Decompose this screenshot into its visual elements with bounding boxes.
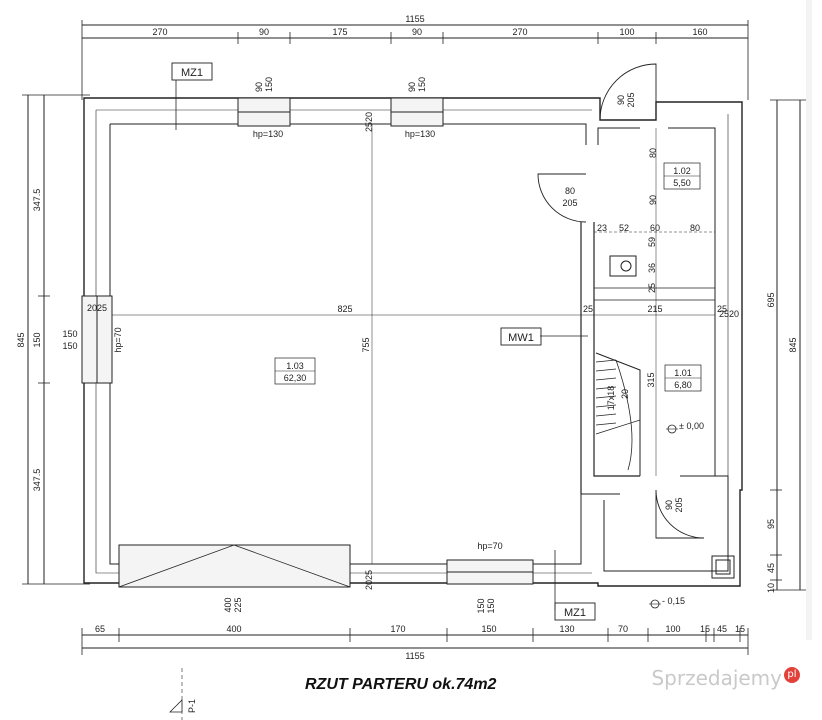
window-top1-height: 150: [264, 77, 274, 92]
dim-kitchen-vseg: 90: [648, 195, 658, 205]
dim-bottom-seg: 45: [717, 624, 727, 634]
dim-wall-left: 2025: [87, 303, 107, 313]
door-entry-height: 205: [626, 92, 636, 107]
dim-bottom-segments: 65 400 170 150 130 70 100 15 45 15: [95, 624, 745, 634]
stairs-size: 17x18: [606, 386, 616, 411]
dim-bottom-seg: 15: [735, 624, 745, 634]
room-1-03-number: 1.03: [286, 361, 304, 371]
dim-top-seg: 160: [692, 27, 707, 37]
dim-left-seg: 347.5: [32, 189, 42, 212]
door-bottom-width: 90: [664, 500, 674, 510]
tag-mw1: MW1: [508, 332, 534, 344]
dim-kitchen-vseg: 59: [647, 237, 657, 247]
page-edge-shade: [806, 0, 812, 640]
dim-wall-right: 2520: [719, 309, 739, 319]
dim-corridor-seg: 25: [583, 304, 593, 314]
watermark-text: Sprzedajemy: [651, 666, 782, 690]
window-top2-height: 150: [417, 77, 427, 92]
window-left-sill: hp=70: [113, 327, 123, 352]
window-top2-sill: hp=130: [405, 129, 435, 139]
tag-mz1-top: MZ1: [181, 67, 203, 79]
dim-left-seg: 150: [32, 332, 42, 347]
garage-door-width: 400: [223, 597, 233, 612]
stairs-count: 20: [620, 389, 630, 399]
window-bottom-width: 150: [476, 598, 486, 613]
dim-bottom-seg: 100: [665, 624, 680, 634]
door-bottom-height: 205: [674, 497, 684, 512]
dim-top-seg: 100: [619, 27, 634, 37]
dim-interior-height: 755: [361, 337, 371, 352]
dim-kitchen-seg: 52: [619, 223, 629, 233]
dim-bottom-total: 1155: [405, 651, 424, 661]
dim-kitchen-seg: 23: [597, 223, 607, 233]
dim-kitchen-vseg: 80: [648, 148, 658, 158]
window-left-height: 150: [62, 341, 77, 351]
dim-kitchen-seg: 80: [690, 223, 700, 233]
dim-wall-bottom: 2025: [364, 570, 374, 590]
room-1-02-number: 1.02: [673, 166, 691, 176]
dim-right-total: 845: [788, 337, 798, 352]
dim-kitchen-vseg: 36: [647, 263, 657, 273]
window-bottom-sill: hp=70: [477, 541, 502, 551]
room-1-02-area: 5,50: [673, 178, 691, 188]
dim-top-segments: 270 90 175 90 270 100 160: [152, 27, 707, 37]
dim-right-partial: 695: [766, 292, 776, 307]
dim-bottom-seg: 15: [700, 624, 710, 634]
section-marker-label: P-1: [187, 699, 197, 713]
dim-bottom-seg: 130: [559, 624, 574, 634]
door-inner-width: 80: [565, 186, 575, 196]
window-left-width: 150: [62, 329, 77, 339]
dim-kitchen-row: 23 52 60 80: [597, 223, 700, 233]
dim-left-seg: 347.5: [32, 469, 42, 492]
dim-kitchen-vseg: 25: [647, 283, 657, 293]
dim-left-total: 845: [16, 332, 26, 347]
dim-top-seg: 90: [259, 27, 269, 37]
room-1-03-area: 62,30: [284, 373, 307, 383]
dim-right-seg: 45: [766, 563, 776, 573]
window-bottom-height: 150: [486, 598, 496, 613]
dim-corridor-row: 25 215 25: [583, 304, 727, 314]
level-floor: ± 0,00: [679, 421, 704, 431]
dim-bottom-seg: 65: [95, 624, 105, 634]
dim-stair-height: 315: [646, 372, 656, 387]
dim-top-seg: 90: [412, 27, 422, 37]
plan-caption: RZUT PARTERU ok.74m2: [305, 676, 497, 693]
dim-bottom-seg: 170: [390, 624, 405, 634]
dim-top-seg: 270: [512, 27, 527, 37]
room-1-01-number: 1.01: [674, 368, 692, 378]
dim-top-total: 1155: [405, 14, 424, 24]
window-top2-width: 90: [407, 82, 417, 92]
dim-corridor-seg: 215: [647, 304, 662, 314]
watermark-badge: pl: [784, 667, 800, 684]
dim-right-seg: 95: [766, 519, 776, 529]
window-top1-width: 90: [254, 82, 264, 92]
door-entry-width: 90: [616, 95, 626, 105]
tag-mz1-bottom: MZ1: [564, 607, 586, 619]
room-1-01-area: 6,80: [674, 380, 692, 390]
garage-door-height: 225: [233, 597, 243, 612]
dim-kitchen-col: 80 90 59 36 25: [647, 148, 658, 293]
dim-interior-width: 825: [337, 304, 352, 314]
level-outside: - 0,15: [662, 596, 685, 606]
dim-top-seg: 270: [152, 27, 167, 37]
window-top1-sill: hp=130: [253, 129, 283, 139]
door-inner-height: 205: [562, 198, 577, 208]
dim-corridor-seg: 25: [717, 304, 727, 314]
dim-bottom-seg: 150: [481, 624, 496, 634]
dim-wall-top: 2520: [364, 112, 374, 132]
dim-right-seg: 10: [766, 583, 776, 593]
dim-top-seg: 175: [332, 27, 347, 37]
dim-kitchen-seg: 60: [650, 223, 660, 233]
dim-bottom-seg: 400: [226, 624, 241, 634]
dim-bottom-seg: 70: [618, 624, 628, 634]
